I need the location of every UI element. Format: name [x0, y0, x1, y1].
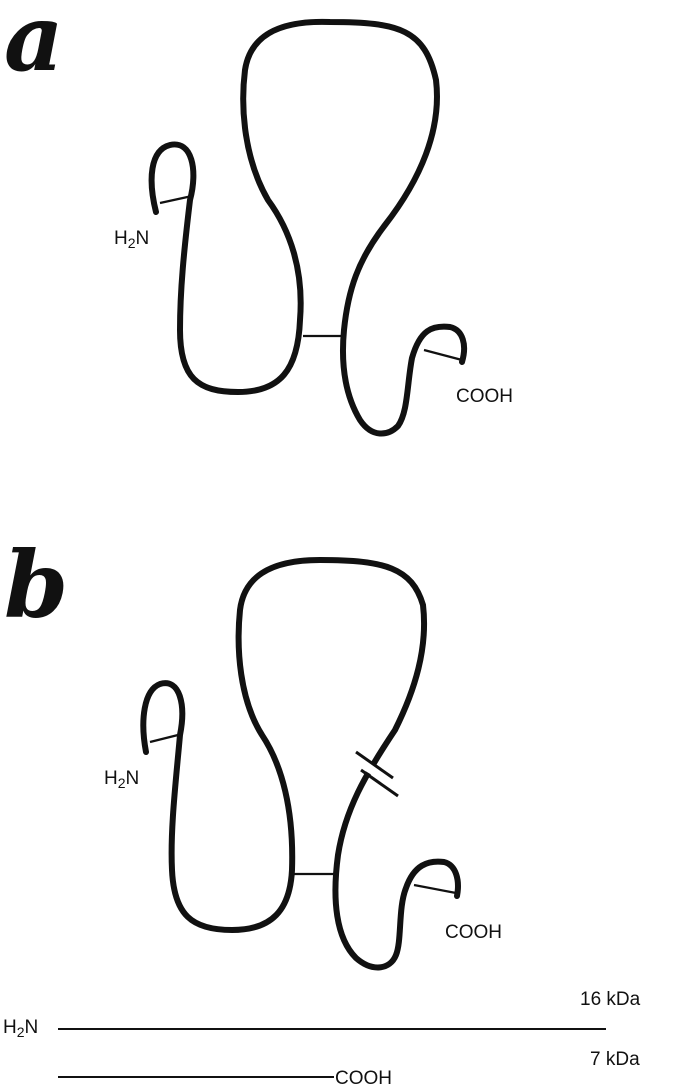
fragment-16kda-n-terminus-label: H2N — [3, 1017, 38, 1040]
c-terminus-label-b: COOH — [445, 922, 502, 943]
polypeptide-chain-b — [143, 560, 458, 967]
panel-letter-b: b — [4, 531, 68, 639]
n-terminus-label-b: H2N — [104, 768, 139, 791]
panel-a: a H2N COOH — [4, 0, 513, 434]
panel-b: b H2N COOH — [4, 531, 502, 967]
c-terminus-label-a: COOH — [456, 386, 513, 407]
panel-letter-a: a — [4, 0, 64, 92]
fragment-7kda-mass-label: 7 kDa — [590, 1049, 640, 1070]
fragment-7kda-c-terminus-label: COOH — [335, 1068, 392, 1089]
disulfide-bond-c-loop-a — [424, 350, 462, 360]
fragment-16kda-mass-label: 16 kDa — [580, 989, 641, 1010]
disulfide-bond-c-loop-b — [414, 885, 456, 893]
polypeptide-chain-a — [152, 22, 464, 434]
n-terminus-label-a: H2N — [114, 228, 149, 251]
fragment-16kda: H2N 16 kDa — [3, 989, 641, 1040]
fragment-7kda: COOH 7 kDa — [58, 1049, 640, 1089]
